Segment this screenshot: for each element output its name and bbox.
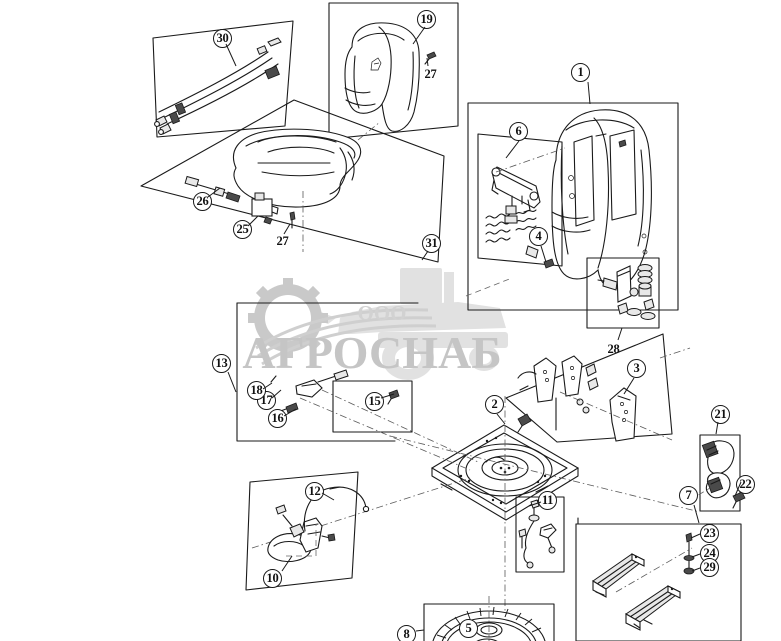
switch-parts (701, 440, 735, 499)
callout-15[interactable]: 15 (365, 392, 384, 411)
latch-hardware-panel (586, 257, 660, 329)
slide-rail-panel (575, 517, 742, 641)
john-deere-logo-icon (370, 57, 382, 71)
armrest-bracket-panel (505, 333, 673, 443)
callout-27[interactable]: 27 (276, 234, 289, 249)
callout-18[interactable]: 18 (247, 381, 266, 400)
damper-panel (515, 496, 565, 573)
switch-panel (689, 434, 746, 512)
suspension-spring-panel (477, 133, 566, 269)
rail-1 (592, 553, 645, 598)
callout-27-top[interactable]: 27 (424, 67, 437, 82)
callout-22[interactable]: 22 (736, 475, 755, 494)
spring-set (485, 195, 539, 259)
swivel-plate (251, 396, 701, 640)
callout-3[interactable]: 3 (627, 359, 646, 378)
callout-6[interactable]: 6 (509, 122, 528, 141)
headrest-bracket (491, 166, 541, 213)
callout-25[interactable]: 25 (233, 220, 252, 239)
callout-2[interactable]: 2 (485, 395, 504, 414)
cable-part (154, 37, 282, 135)
seat-back-cushion-panel (328, 2, 459, 140)
cable-assembly-panel (152, 20, 294, 138)
callout-16[interactable]: 16 (268, 409, 287, 428)
callout-30[interactable]: 30 (213, 29, 232, 48)
callout-11[interactable]: 11 (538, 491, 557, 510)
lever-linkage-panel (236, 302, 479, 471)
callout-10[interactable]: 10 (263, 569, 282, 588)
wire-12 (303, 486, 370, 532)
callout-21[interactable]: 21 (711, 405, 730, 424)
bracket-parts (517, 355, 637, 442)
callout-26[interactable]: 26 (193, 192, 212, 211)
handle-panel (245, 471, 370, 591)
seat-back-frame-panel (467, 102, 679, 329)
callout-1[interactable]: 1 (571, 63, 590, 82)
callout-7[interactable]: 7 (679, 486, 698, 505)
callout-19[interactable]: 19 (417, 10, 436, 29)
bolt-27-top (424, 51, 437, 65)
rail-2 (625, 585, 681, 631)
rail-bolts (683, 532, 695, 575)
callout-31[interactable]: 31 (422, 234, 441, 253)
callout-12[interactable]: 12 (305, 482, 324, 501)
seat-back-cushion (344, 22, 420, 132)
callout-8[interactable]: 8 (397, 625, 416, 641)
callout-28[interactable]: 28 (607, 342, 620, 357)
callout-23[interactable]: 23 (700, 524, 719, 543)
seat-cushion (232, 128, 362, 208)
callout-29[interactable]: 29 (700, 558, 719, 577)
callout-13[interactable]: 13 (212, 354, 231, 373)
handle-parts (267, 504, 336, 563)
seat-cushion-panel (140, 99, 445, 263)
callout-5[interactable]: 5 (459, 619, 478, 638)
damper-parts (518, 499, 557, 569)
turntable-ring-panel (423, 596, 555, 641)
seat-back-frame (551, 109, 652, 289)
latch-parts (597, 264, 656, 320)
callout-4[interactable]: 4 (529, 227, 548, 246)
